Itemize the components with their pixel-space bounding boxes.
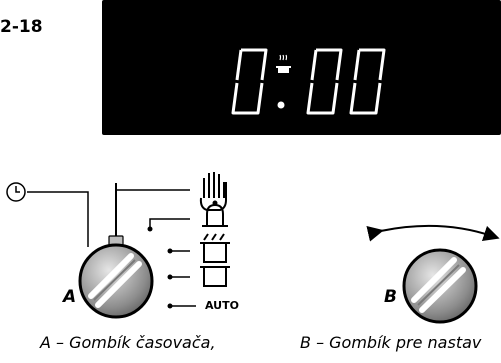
- hand-icon: [199, 172, 227, 211]
- digit-zero-minutes-units: [349, 48, 386, 115]
- knob-b-letter: B: [384, 287, 397, 307]
- cooking-pot-icon: [276, 54, 291, 73]
- digit-zero-minutes-tens: [306, 48, 343, 115]
- clock-icon: [6, 182, 26, 202]
- pot-icon: [200, 266, 230, 287]
- knob-a-letter: A: [63, 287, 77, 307]
- knob-b-caption: B – Gombík pre nastav: [300, 333, 482, 352]
- bell-leader-line: [149, 218, 190, 229]
- clock-leader-line: [27, 191, 89, 247]
- knob-a-caption: A – Gombík časovača,: [40, 333, 216, 352]
- clock-display: [102, 0, 501, 135]
- digit-zero-hours: [231, 48, 268, 115]
- display-readout: [231, 48, 386, 115]
- figure-number: 2-18: [0, 17, 43, 37]
- bell-icon: [202, 200, 228, 227]
- knob-a: [78, 235, 154, 319]
- auto-label: AUTO: [205, 299, 239, 312]
- knob-b: [402, 248, 478, 324]
- knob-diagram: [6, 172, 500, 324]
- colon-dot-lower: [277, 101, 285, 109]
- grill-icon: [200, 233, 230, 263]
- double-arrow-icon: [366, 224, 500, 242]
